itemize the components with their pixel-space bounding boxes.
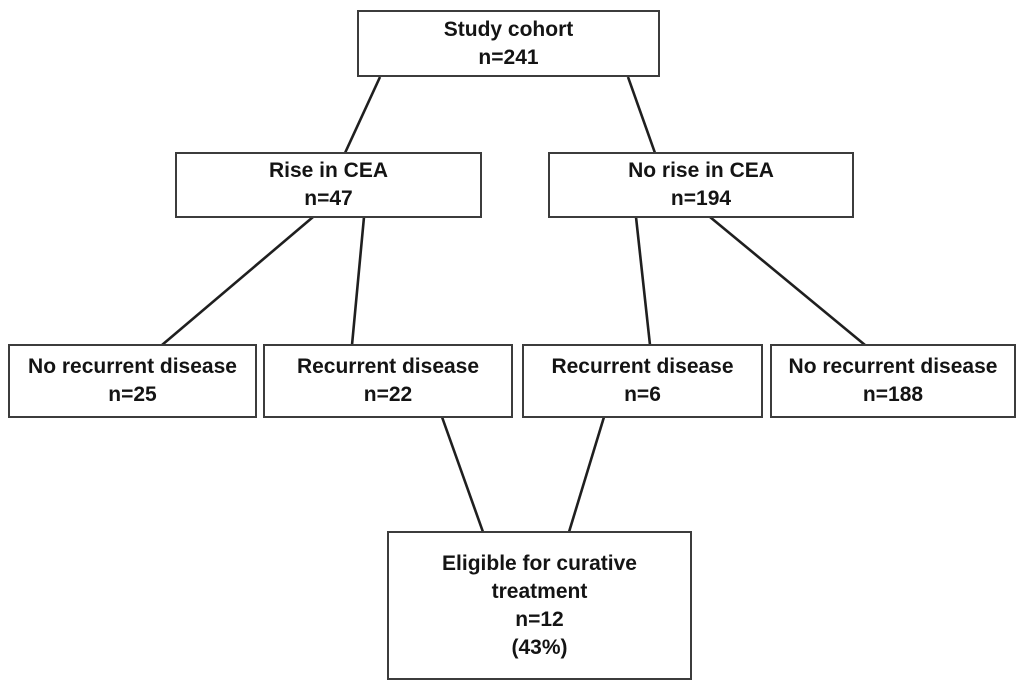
edge-rise-to-norecurrent [161,216,314,346]
box-percent: (43%) [511,635,568,659]
box-count: n=241 [478,45,539,69]
flow-box-recurrent-disease-left: Recurrent disease n=22 [263,344,513,418]
edge-norise-to-recurrent [634,216,652,346]
edge-study-to-rise [343,76,382,154]
box-count: n=25 [108,383,157,406]
box-label: Eligible for curative treatment [442,551,637,603]
box-count: n=194 [670,187,732,210]
edge-rise-to-recurrent [350,216,366,346]
box-label: No recurrent disease [788,355,998,378]
box-label: Recurrent disease [551,355,734,378]
flow-box-recurrent-disease-right: Recurrent disease n=6 [522,344,763,418]
box-label: No recurrent disease [28,355,237,378]
box-count: n=22 [363,383,413,406]
edge-study-to-norise [626,76,657,154]
edge-recurrent22-to-eligible [440,416,485,533]
box-count: n=47 [304,187,353,210]
flow-box-no-recurrent-disease-left: No recurrent disease n=25 [8,344,257,418]
flow-box-rise-in-cea: Rise in CEA n=47 [175,152,482,218]
box-label: Study cohort [443,17,574,41]
box-label: Rise in CEA [268,159,389,182]
flow-box-no-recurrent-disease-right: No recurrent disease n=188 [770,344,1016,418]
flow-box-study-cohort: Study cohort n=241 [357,10,660,77]
box-count: n=188 [862,383,924,406]
flow-box-eligible-for-curative-treatment: Eligible for curative treatment n=12 (43… [387,531,692,680]
box-count: n=6 [624,383,661,406]
box-count: n=12 [515,607,564,631]
box-label: No rise in CEA [628,159,774,182]
edge-norise-to-norecurrent [709,215,866,347]
edge-recurrent6-to-eligible [567,416,606,533]
flow-box-no-rise-in-cea: No rise in CEA n=194 [548,152,854,218]
box-label: Recurrent disease [296,355,480,378]
